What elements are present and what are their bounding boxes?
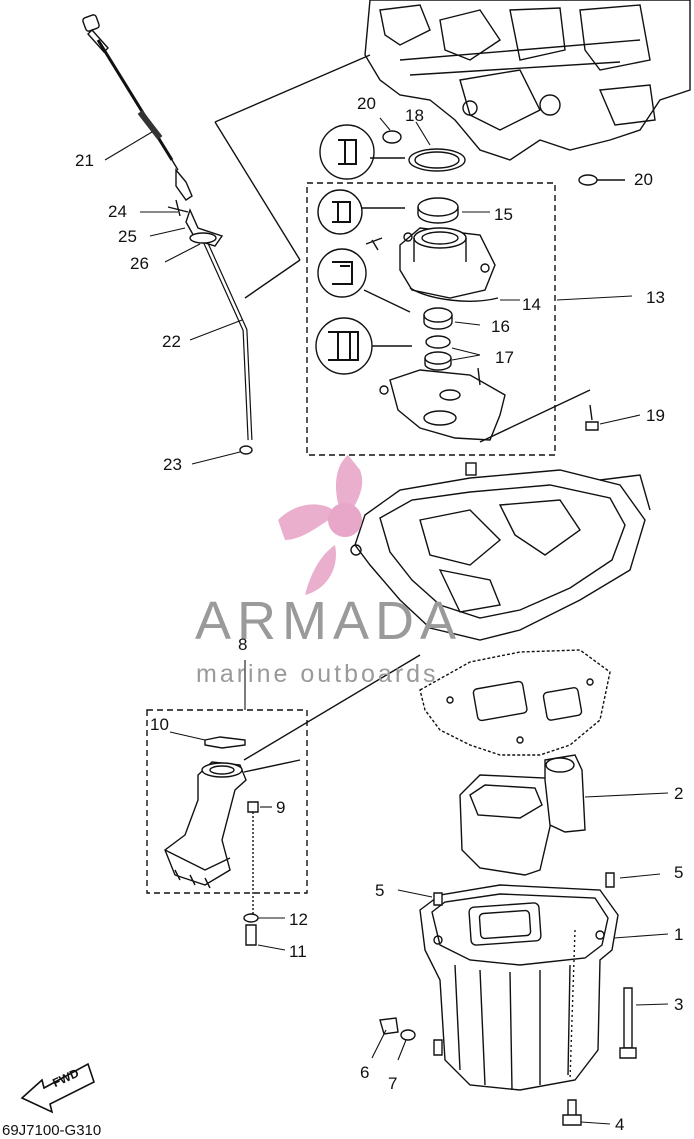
callout-11: 11 (289, 942, 307, 961)
callout-5a: 5 (375, 881, 385, 900)
callout-21: 21 (75, 151, 94, 170)
callout-4: 4 (615, 1115, 625, 1134)
callout-13: 13 (646, 288, 665, 307)
pump-housing-lower (379, 367, 599, 443)
oil-pan (419, 884, 619, 1091)
callout-25: 25 (118, 227, 137, 246)
callout-8: 8 (238, 635, 248, 654)
seal-detail-balloons (315, 124, 412, 375)
strainer-group-box (146, 709, 308, 894)
callout-20a: 20 (357, 94, 376, 113)
callout-7: 7 (388, 1074, 398, 1093)
callout-19: 19 (646, 406, 665, 425)
bolts (379, 872, 637, 1126)
callout-26: 26 (130, 254, 149, 273)
callout-14: 14 (522, 295, 541, 314)
callout-9: 9 (276, 798, 286, 817)
callout-12: 12 (289, 910, 308, 929)
callout-1: 1 (674, 925, 684, 944)
seal-rings (382, 130, 625, 371)
callout-5b: 5 (674, 863, 684, 882)
oil-strainer (164, 654, 421, 946)
callout-16: 16 (491, 317, 510, 336)
callout-6: 6 (360, 1063, 370, 1082)
callout-18: 18 (405, 106, 424, 125)
callout-17: 17 (495, 348, 514, 367)
callout-20b: 20 (634, 170, 653, 189)
propeller-logo (278, 455, 363, 595)
callout-24: 24 (108, 202, 127, 221)
callout-22: 22 (162, 332, 181, 351)
engine-block (364, 0, 691, 161)
callout-2: 2 (674, 784, 684, 803)
callout-3: 3 (674, 995, 684, 1014)
watermark-brand: ARMADA (195, 591, 463, 651)
oil-box (459, 754, 586, 876)
forward-arrow-icon (20, 1062, 95, 1114)
dipstick-assembly (82, 14, 253, 455)
watermark-tagline: marine outboards (196, 660, 439, 688)
gasket (419, 649, 611, 756)
leader-block (214, 54, 371, 123)
callout-15: 15 (494, 205, 513, 224)
diagram-code: 69J7100-G310 (2, 1122, 102, 1139)
callout-10: 10 (150, 715, 169, 734)
callout-23: 23 (163, 455, 182, 474)
pump-group-box (306, 182, 556, 456)
leader-lines (104, 117, 669, 1125)
pump-housing-upper (365, 227, 499, 302)
exhaust-guide (350, 462, 651, 641)
